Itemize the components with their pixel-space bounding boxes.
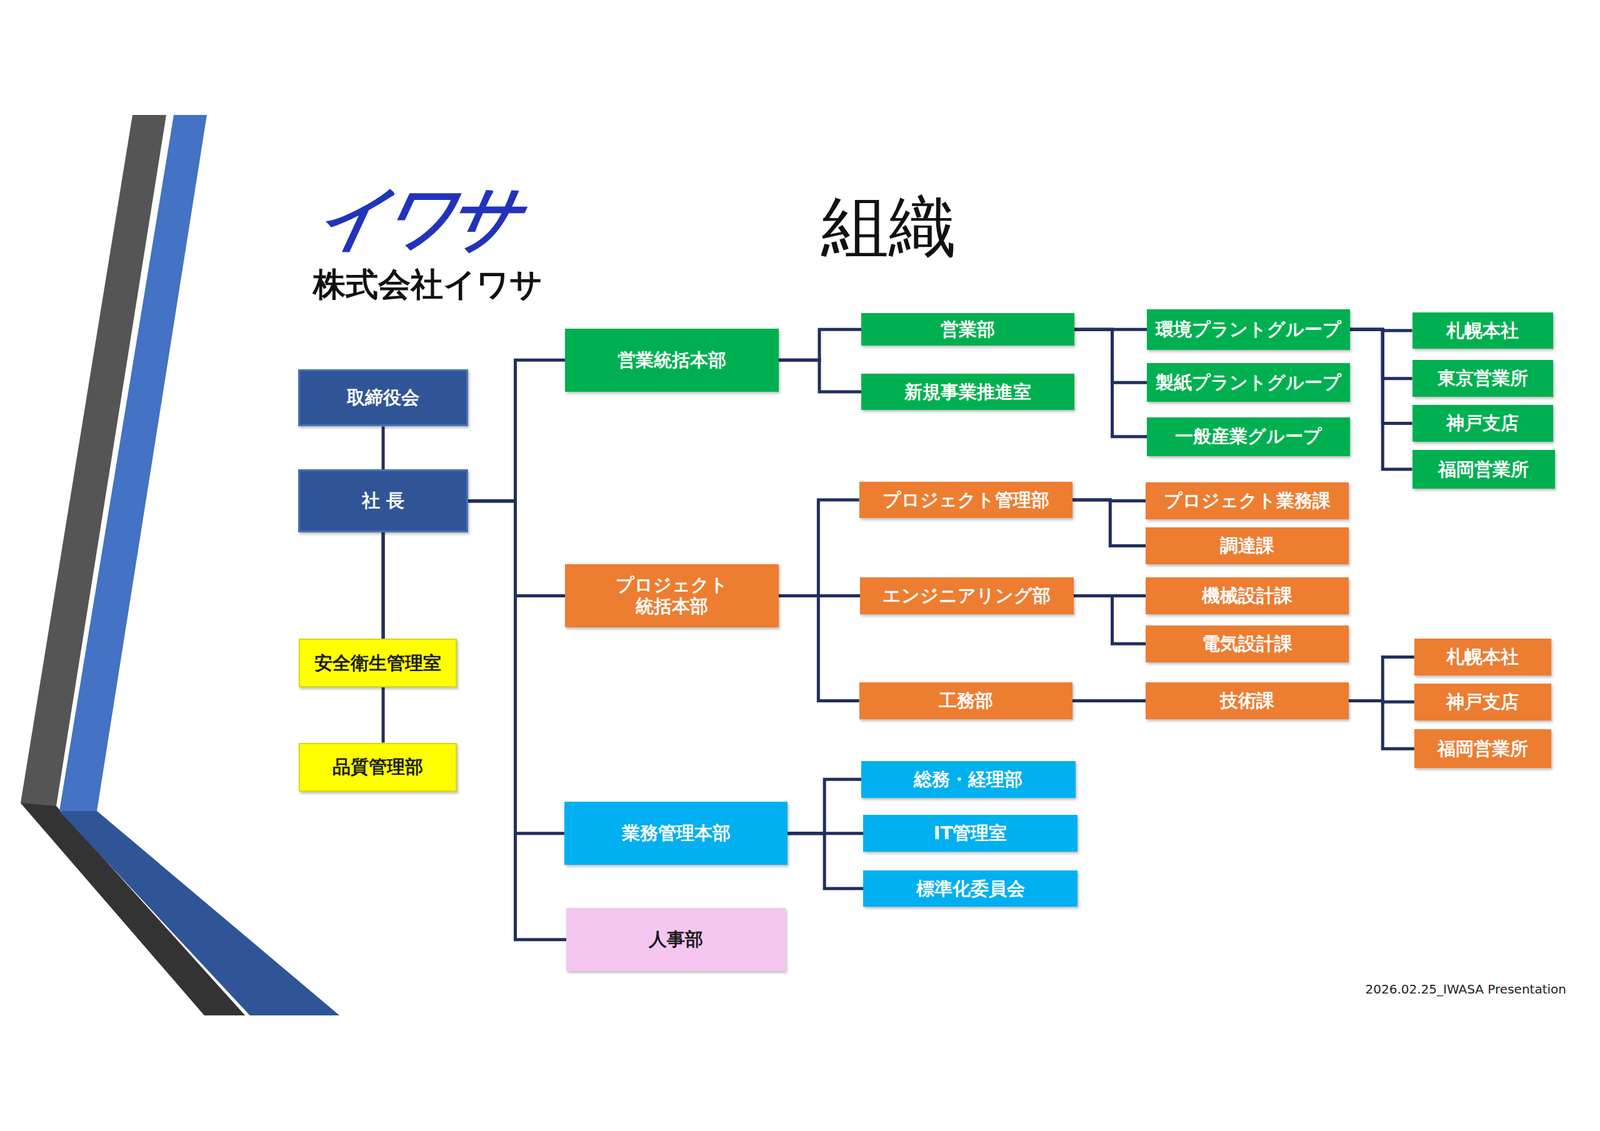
company-name: 株式会社イワサ: [313, 263, 543, 307]
section-box: 電気設計課: [1145, 625, 1349, 663]
footer-note: 2026.02.25_IWASA Presentation: [1365, 981, 1566, 997]
node-text: 取締役会: [346, 386, 420, 409]
node-text: 一般産業グループ: [1175, 425, 1322, 448]
connector: [778, 360, 862, 392]
node-text: 環境プラントグループ: [1155, 318, 1342, 341]
connector: [778, 329, 862, 360]
section-box: 技術課: [1145, 682, 1349, 720]
node-text: 神戸支店: [1446, 691, 1519, 714]
node-text: 品質管理部: [332, 756, 424, 779]
node-text: 安全衛生管理室: [314, 652, 442, 675]
connector: [1348, 701, 1414, 750]
division-box: 人事部: [566, 908, 786, 972]
title: 組織: [821, 181, 957, 274]
node-text: 神戸支店: [1446, 412, 1519, 435]
connector: [383, 426, 384, 470]
division-box: 営業統括本部: [565, 328, 779, 392]
node-text: プロジェクト業務課: [1163, 490, 1331, 512]
blue-stripe: [59, 115, 340, 1016]
node-text: IT管理室: [933, 822, 1008, 845]
section-box: プロジェクト業務課: [1145, 482, 1349, 520]
office-box: 神戸支店: [1412, 405, 1554, 442]
connector: [1072, 700, 1147, 702]
group-box: 一般産業グループ: [1146, 417, 1350, 457]
department-box: 標準化委員会: [863, 870, 1078, 908]
department-box: エンジニアリング部: [860, 577, 1074, 615]
node-text: 新規事業推進室: [904, 381, 1032, 404]
staff-box: 品質管理部: [298, 743, 457, 792]
node-text: 技術課: [1220, 690, 1275, 712]
department-box: 総務・経理部: [861, 761, 1076, 799]
node-text: 東京営業所: [1437, 367, 1529, 390]
node-text: プロジェクト管理部: [882, 489, 1050, 512]
node-text: 電気設計課: [1201, 633, 1293, 655]
office-box: 札幌本社: [1412, 312, 1554, 350]
node-text: 製紙プラントグループ: [1155, 371, 1342, 394]
office-box: 福岡営業所: [1414, 729, 1552, 769]
connector: [787, 779, 862, 834]
node-text: 札幌本社: [1446, 320, 1519, 342]
connector: [778, 595, 860, 701]
staff-box: 安全衛生管理室: [298, 638, 457, 688]
node-text: 工務部: [938, 690, 994, 712]
node-text: 営業部: [940, 318, 995, 341]
department-box: 新規事業推進室: [861, 373, 1075, 411]
division-box: プロジェクト 統括本部: [565, 564, 779, 628]
node-text: 標準化委員会: [916, 878, 1025, 900]
node-text: 人事部: [648, 928, 704, 951]
department-box: プロジェクト管理部: [859, 481, 1073, 519]
logo-mark: イワサ: [308, 171, 525, 266]
connector: [468, 501, 567, 940]
office-box: 神戸支店: [1414, 683, 1552, 721]
group-box: 環境プラントグループ: [1146, 309, 1350, 350]
section-box: 機械設計課: [1145, 577, 1349, 615]
connector: [383, 532, 384, 743]
node-text: 福岡営業所: [1437, 738, 1529, 760]
connector: [1074, 329, 1147, 437]
node-text: エンジニアリング部: [882, 585, 1051, 607]
connector: [1348, 656, 1414, 701]
connector: [778, 500, 860, 596]
node-text: 調達課: [1220, 535, 1275, 557]
president-box: 社 長: [298, 469, 469, 533]
department-box: 営業部: [861, 313, 1075, 346]
blue-stripe-low: [59, 811, 340, 1016]
board-box: 取締役会: [298, 369, 469, 427]
connector: [1072, 500, 1147, 546]
office-box: 東京営業所: [1412, 360, 1554, 397]
node-text: 福岡営業所: [1438, 458, 1529, 481]
department-box: 工務部: [859, 682, 1073, 720]
office-box: 札幌本社: [1414, 638, 1552, 676]
connector: [1350, 329, 1413, 470]
office-box: 福岡営業所: [1412, 450, 1556, 489]
node-text: 営業統括本部: [617, 349, 727, 372]
connector: [468, 360, 565, 501]
section-box: 調達課: [1145, 527, 1349, 565]
node-text: 業務管理本部: [621, 822, 731, 845]
connector: [1073, 595, 1147, 644]
connector: [787, 833, 864, 889]
node-text: 札幌本社: [1446, 646, 1519, 669]
group-box: 製紙プラントグループ: [1146, 363, 1350, 402]
division-box: 業務管理本部: [564, 801, 789, 865]
node-text: 総務・経理部: [913, 768, 1023, 791]
node-text: プロジェクト 統括本部: [605, 574, 739, 619]
node-text: 社 長: [361, 490, 405, 512]
node-text: 機械設計課: [1201, 585, 1293, 607]
department-box: IT管理室: [863, 815, 1078, 852]
